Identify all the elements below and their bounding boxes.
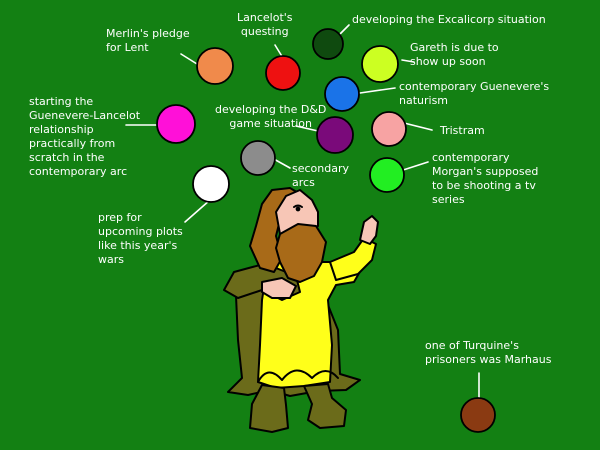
label-tristram: Tristram xyxy=(440,124,485,137)
pupil xyxy=(295,206,301,212)
ball-relationship xyxy=(156,104,196,144)
label-guenevere-naturism: contemporary Guenevere's naturism xyxy=(399,80,550,107)
ball-turquine xyxy=(460,397,496,433)
raised-arm xyxy=(329,237,377,281)
pointer-merlin xyxy=(180,53,198,65)
label-excalicorp: developing the Excalicorp situation xyxy=(352,13,546,26)
label-prep: prep for upcoming plots like this year's… xyxy=(98,211,183,266)
right-boot xyxy=(303,383,347,429)
hem-folds xyxy=(257,369,339,383)
beard xyxy=(275,223,327,283)
eye xyxy=(293,204,303,208)
label-turquine: one of Turquine's prisoners was Marhaus xyxy=(425,339,552,366)
label-relationship: starting the Guenevere-Lancelot relation… xyxy=(29,95,141,178)
pointer-prep xyxy=(184,199,211,223)
ball-tristram xyxy=(371,111,407,147)
ball-dnd xyxy=(316,116,354,154)
ball-guenevere xyxy=(324,76,360,112)
ball-set xyxy=(156,28,496,433)
ball-excalicorp xyxy=(312,28,344,60)
label-gareth: Gareth is due to show up soon xyxy=(410,41,499,68)
juggler-figure xyxy=(223,187,379,433)
label-lancelot-questing: Lancelot's questing xyxy=(237,11,293,38)
pointer-dnd xyxy=(295,125,319,132)
label-secondary-arcs: secondary arcs xyxy=(292,162,350,189)
ball-lancelot xyxy=(265,55,301,91)
ball-merlin xyxy=(196,47,234,85)
label-merlin-pledge: Merlin's pledge for Lent xyxy=(106,27,190,54)
ball-morgan xyxy=(369,157,405,193)
pointer-guenevere xyxy=(359,87,396,94)
label-morgan: contemporary Morgan's supposed to be sho… xyxy=(432,151,539,206)
left-boot xyxy=(249,384,289,433)
ball-prep xyxy=(192,165,230,203)
ball-secondary xyxy=(240,140,276,176)
ball-gareth xyxy=(361,45,399,83)
pointer-gareth xyxy=(401,59,415,63)
label-dnd-game: developing the D&D game situation xyxy=(215,103,327,130)
folded-hand xyxy=(261,277,297,299)
raised-hand xyxy=(359,215,379,245)
